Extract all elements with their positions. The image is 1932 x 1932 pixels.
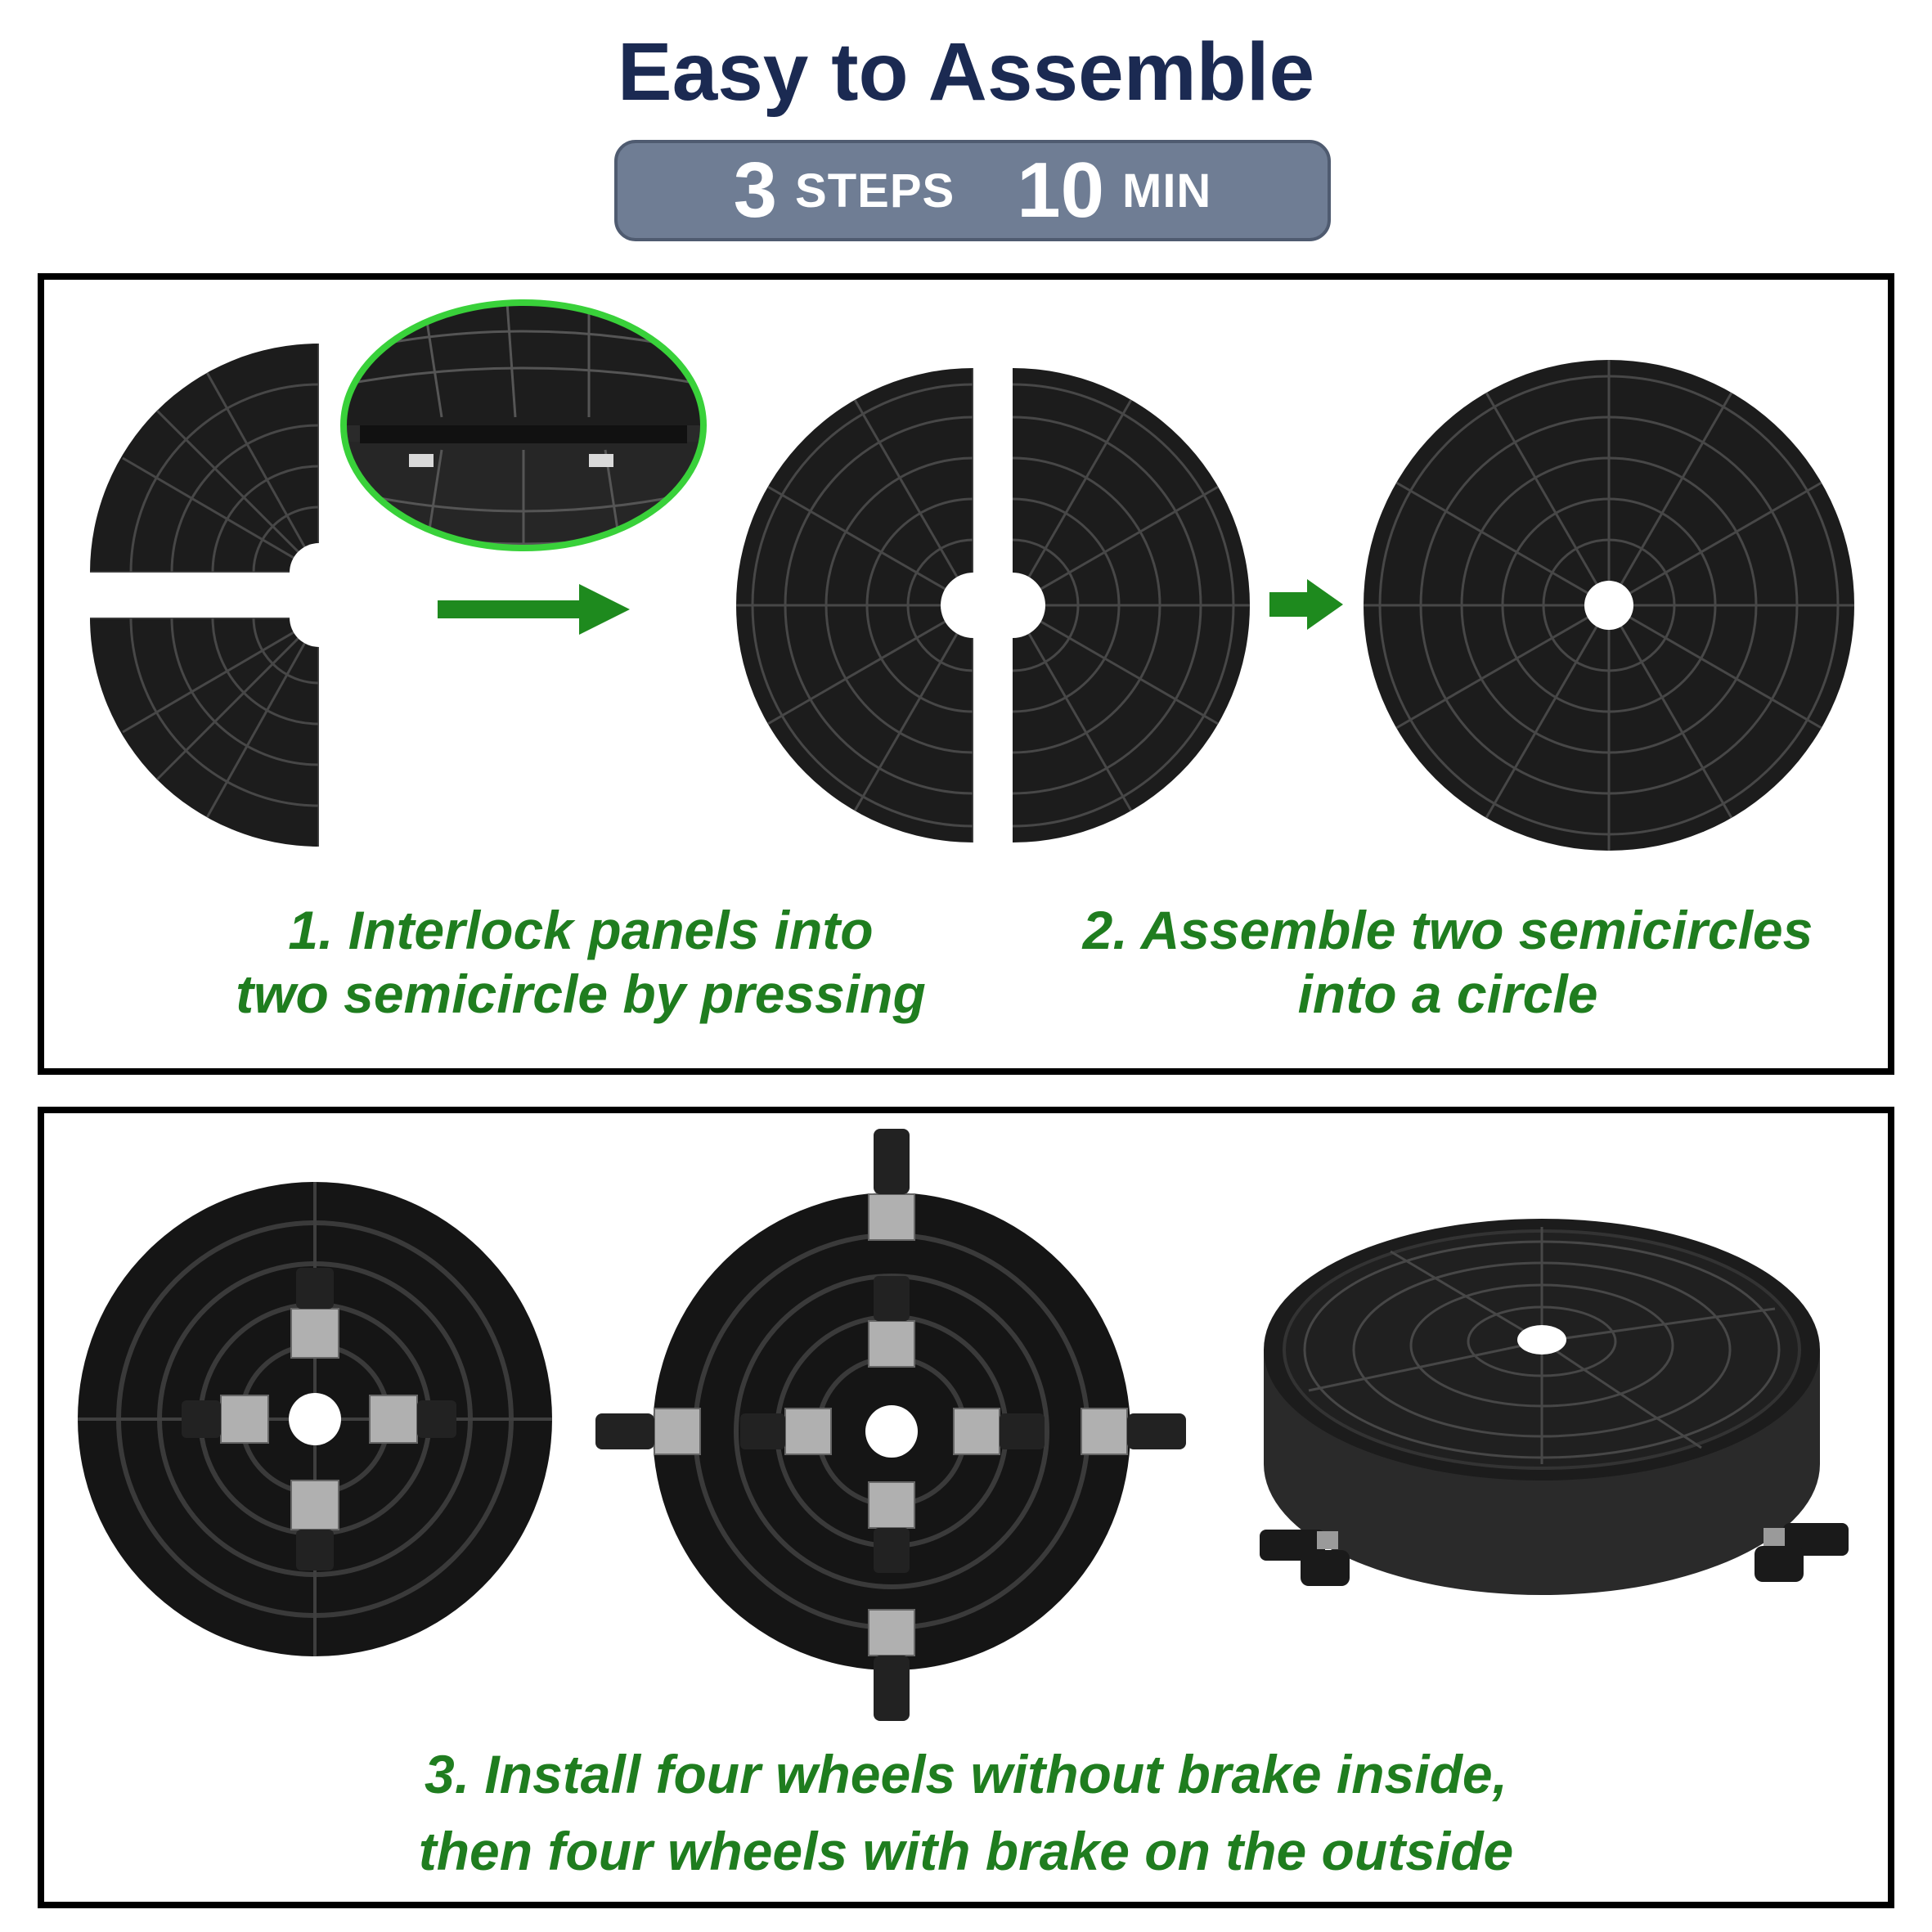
step-1-line-2: two semicircle by pressing: [236, 964, 926, 1024]
time-unit: MIN: [1122, 164, 1212, 218]
quarter-panel-bottom: [90, 588, 348, 847]
step-1-line-1: 1. Interlock panels into: [288, 900, 874, 960]
time-count: 10: [1017, 146, 1104, 234]
semicircle-left: [736, 368, 973, 842]
interlock-detail-zoom: [340, 299, 707, 551]
steps-unit: STEPS: [795, 164, 955, 218]
semicircle-right: [1013, 368, 1250, 842]
assembly-time-badge: 3 STEPS 10 MIN: [614, 140, 1331, 241]
step-3-line-1: 3. Install four wheels without brake ins…: [425, 1744, 1507, 1804]
arrow-right-icon-2: [1269, 579, 1343, 630]
step-2-line-2: into a circle: [1297, 964, 1598, 1024]
steps-count: 3: [733, 146, 778, 234]
step-3-caption: 3. Install four wheels without brake ins…: [148, 1742, 1784, 1883]
step-2-caption: 2. Assemble two semicircles into a circl…: [998, 898, 1898, 1026]
page-title: Easy to Assemble: [617, 26, 1315, 118]
quarter-panel-top: [90, 344, 348, 602]
step-3-panel: [38, 1107, 1894, 1908]
finished-plant-caddy: [1260, 1219, 1849, 1595]
assembled-circle: [1364, 360, 1854, 851]
step-1-caption: 1. Interlock panels into two semicircle …: [131, 898, 1031, 1026]
tray-bottom-all-wheels: [595, 1129, 1186, 1721]
step-2-line-1: 2. Assemble two semicircles: [1082, 900, 1813, 960]
step-3-line-2: then four wheels with brake on the outsi…: [418, 1821, 1514, 1881]
tray-bottom-inner-wheels: [78, 1182, 552, 1656]
arrow-right-icon: [438, 584, 630, 635]
